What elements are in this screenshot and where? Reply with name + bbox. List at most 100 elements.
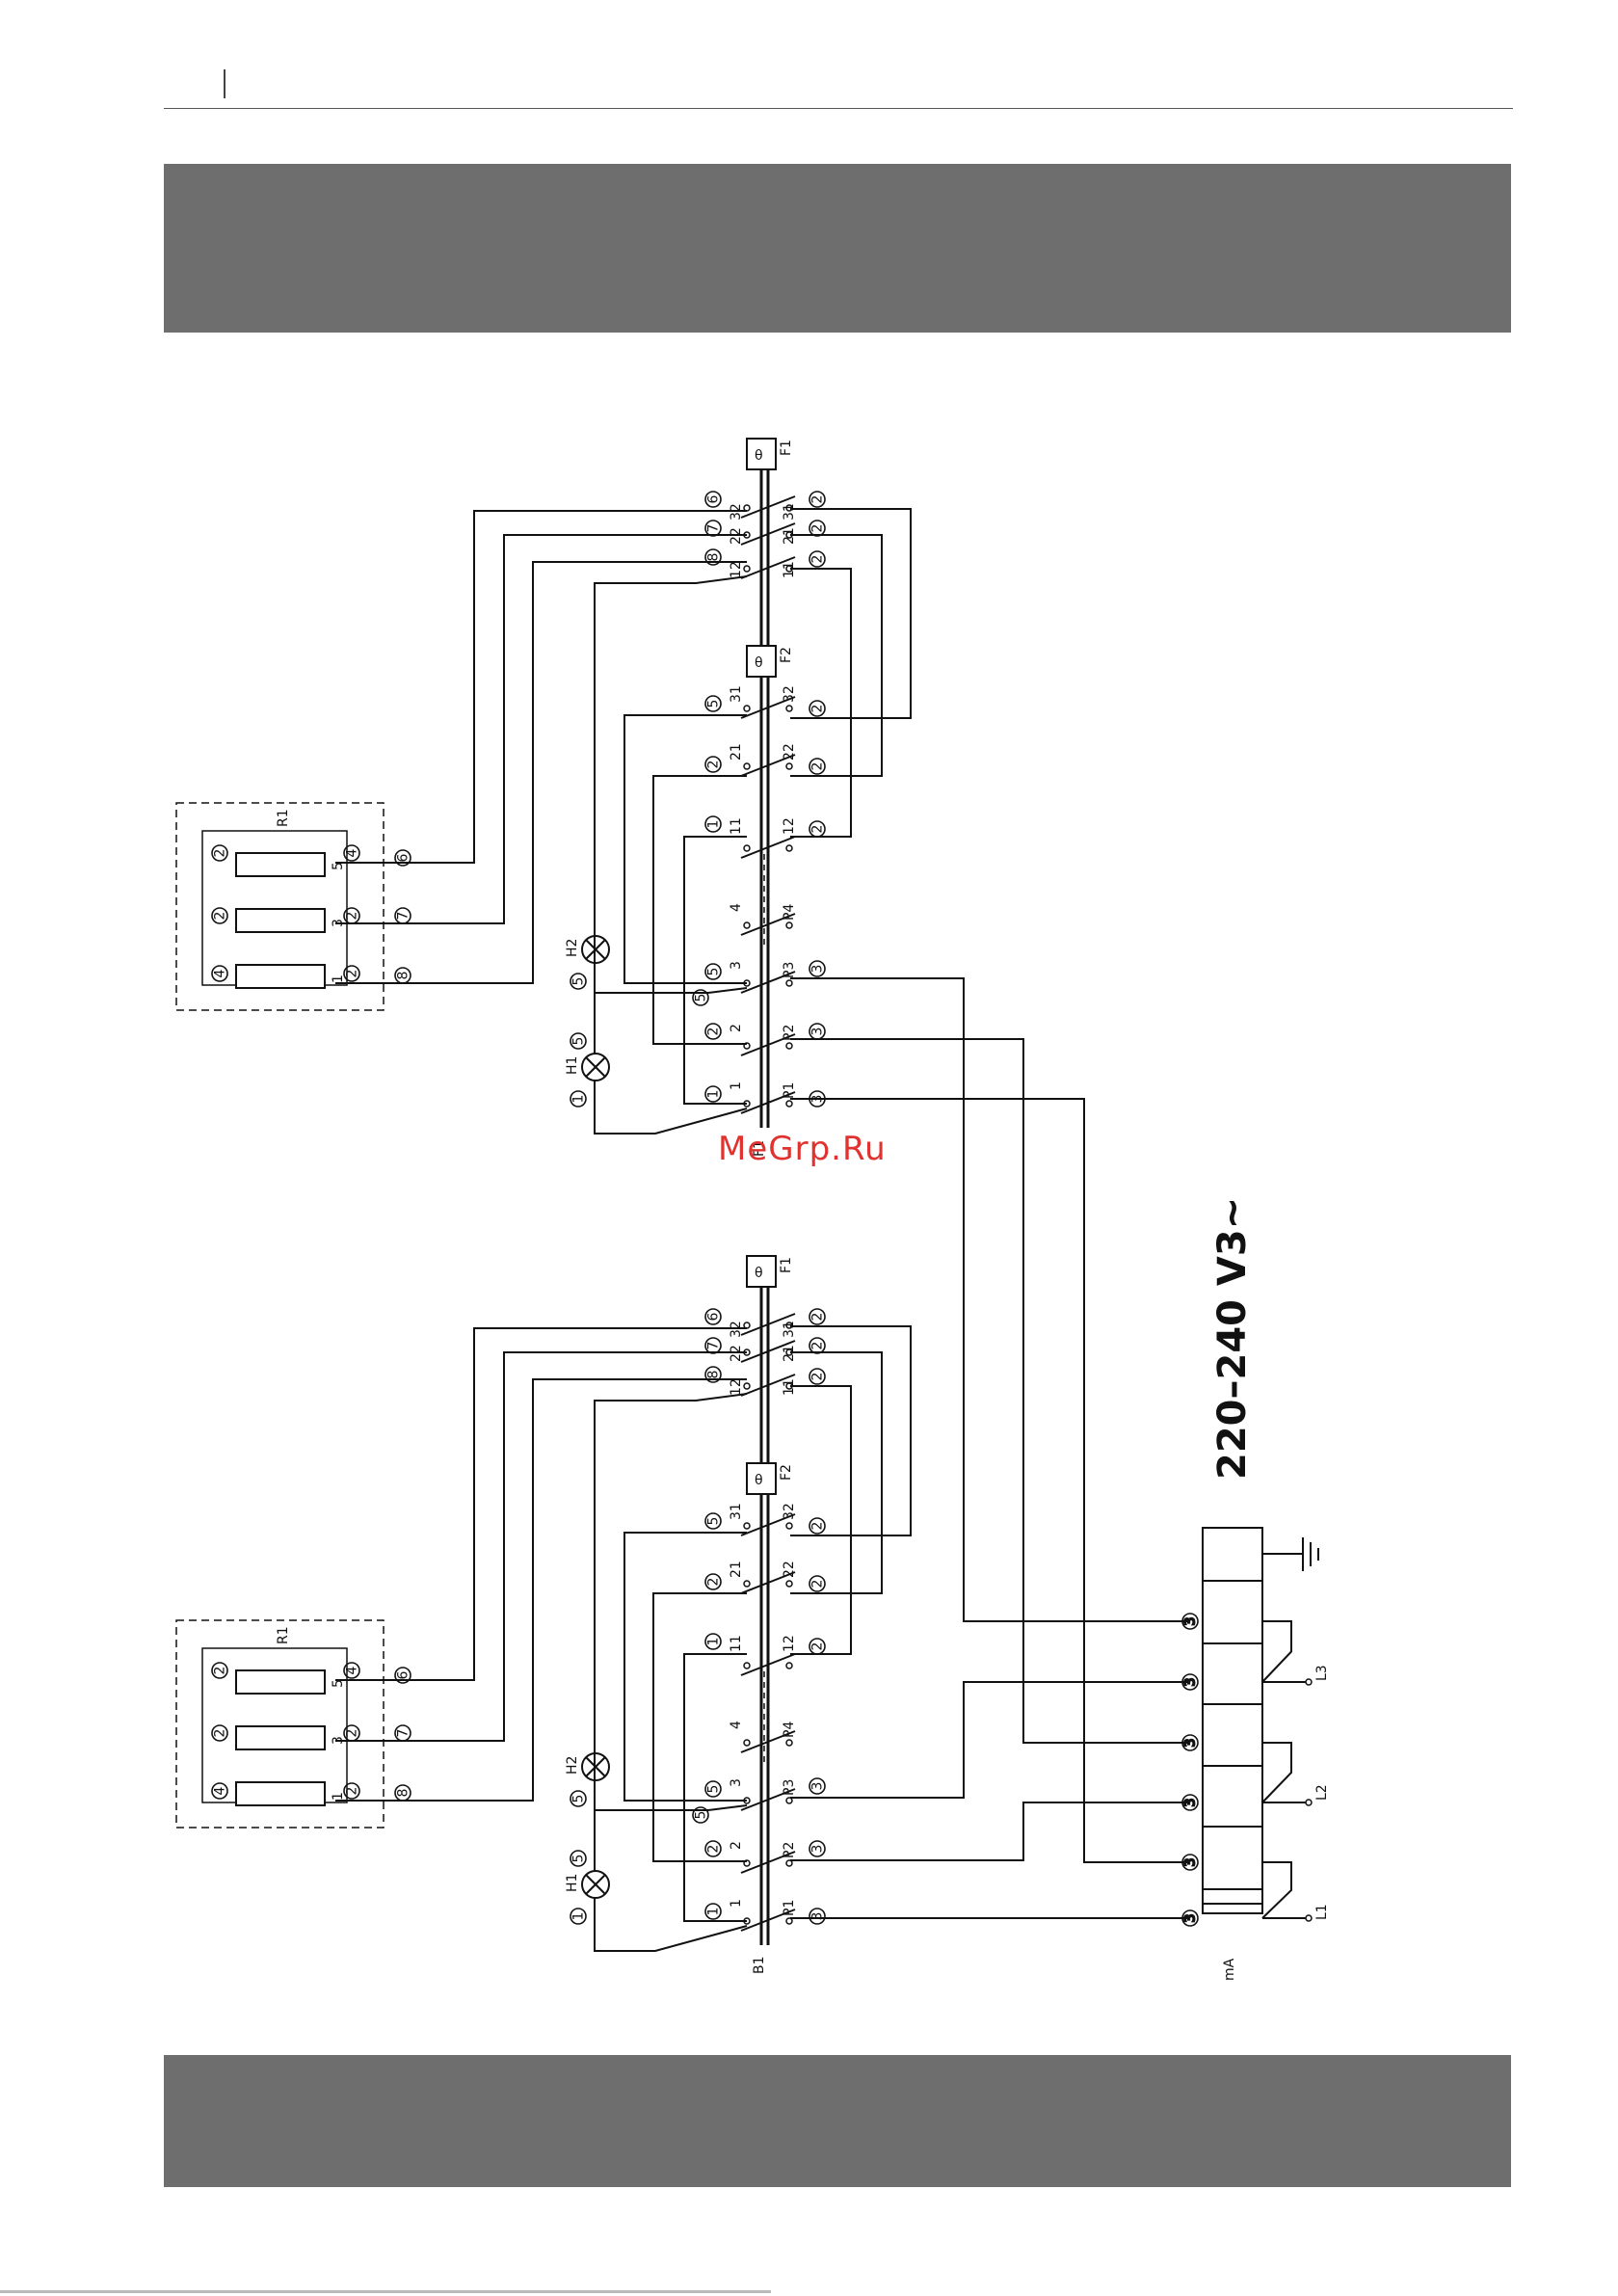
- resistor-terminal-label: 5: [331, 1679, 346, 1688]
- wire-number-text: 7: [706, 524, 722, 533]
- f1-terminal-label: 32: [782, 685, 797, 703]
- contact-node: [743, 1662, 751, 1669]
- wire-number-marker: [704, 1573, 722, 1590]
- wire-number-text: 8: [706, 553, 722, 562]
- header-band: [164, 164, 1511, 333]
- terminal-wire-number: [1181, 1734, 1199, 1751]
- wire-number-text: 6: [396, 1670, 411, 1679]
- wire-number-marker: [809, 1023, 826, 1040]
- wire-number-text: 3: [1183, 1678, 1199, 1687]
- terminal-block-label: mA: [1222, 1958, 1237, 1981]
- feeder-p3-upper: [790, 977, 1190, 1622]
- feeder-p3-lower: [790, 1681, 1190, 1799]
- wire-f1-switch-11: [683, 1653, 747, 1922]
- wire-number-marker: [570, 973, 587, 990]
- contact-blade: [740, 1513, 796, 1536]
- wire-number-marker: [211, 1724, 228, 1742]
- contact-node: [1305, 1678, 1313, 1686]
- wire-number-marker: [704, 1840, 722, 1857]
- wire-resistor-8: [335, 561, 747, 984]
- wire-number-marker: [343, 1782, 360, 1800]
- f2-terminal-label: 11: [782, 561, 797, 578]
- wire-number-text: 2: [213, 849, 228, 858]
- wire-number-text: 1: [706, 1908, 722, 1916]
- wire-number-marker: [704, 756, 722, 773]
- contact-node: [743, 1739, 751, 1747]
- f2-terminal-label: 21: [782, 1345, 797, 1362]
- switch-terminal-label: P4: [782, 904, 797, 921]
- lamp-label: H2: [565, 1756, 580, 1775]
- wire-number-marker: [704, 1633, 722, 1650]
- wire-number-text: 3: [1183, 1858, 1199, 1867]
- wire-number-marker: [809, 550, 826, 568]
- wire-number-text: 1: [706, 1090, 722, 1099]
- theta-symbol: θ: [755, 1266, 763, 1281]
- wire-number-text: 4: [345, 848, 360, 857]
- wire-number-text: 7: [706, 1342, 722, 1350]
- wire-resistor-7: [335, 534, 747, 924]
- wire-number-marker: [704, 548, 722, 566]
- wire-number-marker: [809, 700, 826, 717]
- feeder-p2-lower: [790, 1802, 1190, 1861]
- resistor-enclosure: [175, 1619, 385, 1829]
- lamp-label: H1: [565, 1874, 580, 1892]
- wire-number-marker: [809, 1777, 826, 1795]
- wire-number-text: 4: [213, 1786, 228, 1795]
- contact-blade: [740, 1730, 796, 1753]
- wire-number-text: 5: [571, 977, 587, 986]
- wire-number-marker: [704, 1085, 722, 1103]
- f1-terminal-label: 31: [729, 1503, 744, 1520]
- terminal-wire-number: [1181, 1854, 1199, 1871]
- resistor-terminal-label: 1: [331, 974, 346, 983]
- contact-node: [743, 762, 751, 770]
- f2-terminal-label: 22: [729, 1345, 744, 1362]
- contact-node: [1305, 1914, 1313, 1922]
- switch-terminal-label: P1: [782, 1082, 797, 1099]
- footer-band: [164, 2055, 1511, 2187]
- wire-f2-f1-12: [790, 568, 852, 838]
- wire-number-text: 8: [396, 972, 411, 980]
- wire-f2-f1-12: [790, 1385, 852, 1655]
- contact-node: [785, 762, 793, 770]
- thermostat-label: F2: [779, 647, 794, 663]
- wire-number-text: 5: [571, 1037, 587, 1046]
- wire-number-text: 2: [810, 762, 826, 771]
- theta-symbol: θ: [755, 448, 763, 464]
- lamp-label: H2: [565, 939, 580, 957]
- wire-number-text: 3: [1183, 1914, 1199, 1923]
- resistor-terminal-label: 5: [331, 862, 346, 870]
- thermostat-label: F1: [779, 1257, 794, 1273]
- wire-number-marker: [809, 1090, 826, 1108]
- wire-number-text: 3: [1183, 1739, 1199, 1748]
- resistor-terminal-label: 1: [331, 1792, 346, 1801]
- wire-number-text: 2: [810, 1373, 826, 1381]
- wire-number-marker: [809, 1308, 826, 1325]
- header-rule: [164, 108, 1513, 109]
- thermostat-box: [746, 1255, 777, 1288]
- wire-number-marker: [809, 1575, 826, 1592]
- contact-node: [743, 705, 751, 712]
- wire-number-marker: [343, 1662, 360, 1679]
- wire-number-marker: [211, 907, 228, 924]
- resistor-element: [235, 1725, 326, 1750]
- wire-switch-lamp-h1: [594, 1081, 748, 1135]
- f1-terminal-label: 32: [782, 1503, 797, 1520]
- wire-number-marker: [570, 1032, 587, 1050]
- wire-resistor-6: [335, 1327, 747, 1681]
- wire-number-text: 2: [706, 1845, 722, 1854]
- wire-number-text: 5: [694, 1811, 709, 1820]
- f1-terminal-label: 11: [729, 817, 744, 835]
- wire-number-text: 4: [213, 969, 228, 977]
- contact-node: [743, 844, 751, 852]
- wire-number-text: 1: [571, 1912, 587, 1921]
- contact-node: [785, 705, 793, 712]
- f1-terminal-label: 12: [782, 817, 797, 835]
- wire-number-marker: [704, 491, 722, 508]
- wire-resistor-6: [335, 510, 747, 864]
- switch-terminal-label: P2: [782, 1025, 797, 1041]
- wire-number-text: 5: [571, 1855, 587, 1863]
- contact-node: [785, 1662, 793, 1669]
- wire-switch-lamp-h2: [594, 963, 748, 994]
